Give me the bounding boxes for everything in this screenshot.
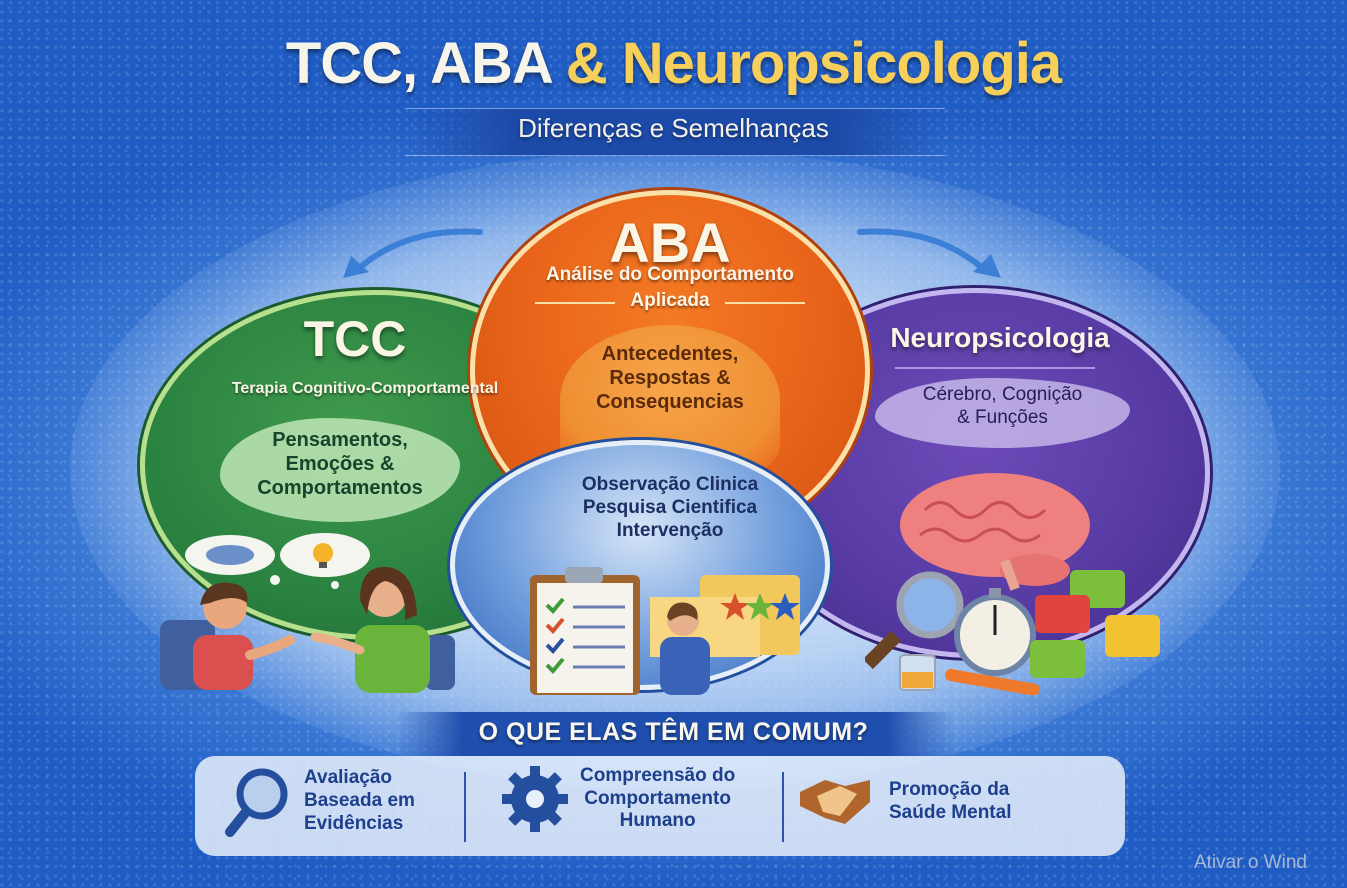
brain-icon xyxy=(900,473,1090,577)
common-item-evidence: Avaliação Baseada em Evidências xyxy=(222,764,415,839)
center-text: Observação Clinica Pesquisa Cientifica I… xyxy=(520,474,820,542)
magnifier-icon xyxy=(225,768,288,837)
page-subtitle: Diferenças e Semelhanças xyxy=(518,113,829,143)
common-item-1-line-1: Avaliação xyxy=(304,767,393,789)
common-item-2-line-3: Humano xyxy=(619,810,696,832)
therapy-session-illustration xyxy=(160,533,455,693)
brain-tools-illustration xyxy=(865,473,1160,695)
clipboard-intervention-illustration xyxy=(530,567,800,695)
tcc-focus-line-3: Comportamentos xyxy=(257,477,423,499)
neuro-title: Neuropsicologia xyxy=(890,322,1110,353)
subtitle-band xyxy=(405,108,945,156)
tcc-focus-line-2: Emoções & xyxy=(285,453,395,475)
common-panel xyxy=(195,756,1125,856)
common-divider-2 xyxy=(782,772,784,842)
common-item-text: Compreensão do Comportamento Humano xyxy=(580,765,735,833)
common-item-1-line-3: Evidências xyxy=(304,812,404,834)
neuro-focus-blob xyxy=(875,378,1130,448)
curved-arrow-right-icon xyxy=(857,228,1001,278)
common-item-mental-health: Promoção da Saúde Mental xyxy=(795,772,1011,832)
common-item-1-line-2: Baseada em xyxy=(304,790,415,812)
common-title: O QUE ELAS TÊM EM COMUM? xyxy=(478,718,869,746)
common-item-behavior: Compreensão do Comportamento Humano xyxy=(500,764,735,834)
neuro-focus-line-1: Cérebro, Cognição xyxy=(922,384,1083,405)
common-divider-1 xyxy=(464,772,466,842)
neuro-divider xyxy=(895,367,1095,369)
aba-subtitle-1: Análise do Comportamento xyxy=(545,264,795,285)
aba-divider-left xyxy=(535,302,615,304)
aba-focus-line-3: Consequencias xyxy=(596,391,744,413)
common-item-3-line-1: Promoção da xyxy=(889,779,1010,801)
center-line-2: Pesquisa Cientifica xyxy=(582,496,758,518)
title-part-2: & Neuropsicologia xyxy=(565,31,1062,96)
common-item-2-line-1: Compreensão do xyxy=(580,764,736,786)
common-item-2-line-2: Comportamento xyxy=(584,787,731,809)
windows-activation-watermark: Ativar o Wind xyxy=(1194,852,1307,873)
neuro-focus: Cérebro, Cognição & Funções xyxy=(875,384,1130,430)
magnifier-icon xyxy=(896,571,964,639)
aba-focus-line-1: Antecedentes, xyxy=(601,343,739,365)
tcc-focus-blob xyxy=(220,418,460,522)
common-item-3-line-2: Saúde Mental xyxy=(889,802,1012,823)
page-title: TCC, ABA & Neuropsicologia xyxy=(0,30,1347,97)
handshake-icon xyxy=(800,780,870,824)
aba-focus: Antecedentes, Respostas & Consequencias xyxy=(560,342,780,414)
common-item-text: Promoção da Saúde Mental xyxy=(889,779,1011,825)
center-line-1: Observação Clinica xyxy=(581,474,759,495)
aba-subtitle-2: Aplicada xyxy=(630,290,710,311)
aba-focus-line-2: Respostas & xyxy=(609,367,731,389)
tcc-focus-line-1: Pensamentos, xyxy=(272,429,408,451)
neuro-focus-line-2: & Funções xyxy=(957,406,1048,428)
curved-arrow-left-icon xyxy=(343,228,483,278)
aba-divider-right xyxy=(725,302,805,304)
center-line-3: Intervenção xyxy=(616,519,724,541)
title-part-1: TCC, ABA xyxy=(285,31,552,96)
aba-title: ABA xyxy=(609,211,731,274)
tcc-subtitle: Terapia Cognitivo-Comportamental xyxy=(231,380,499,397)
gear-icon xyxy=(502,766,568,832)
tcc-title: TCC xyxy=(303,311,407,367)
common-item-text: Avaliação Baseada em Evidências xyxy=(304,767,415,835)
common-title-band xyxy=(395,712,955,756)
tcc-focus: Pensamentos, Emoções & Comportamentos xyxy=(210,428,470,500)
